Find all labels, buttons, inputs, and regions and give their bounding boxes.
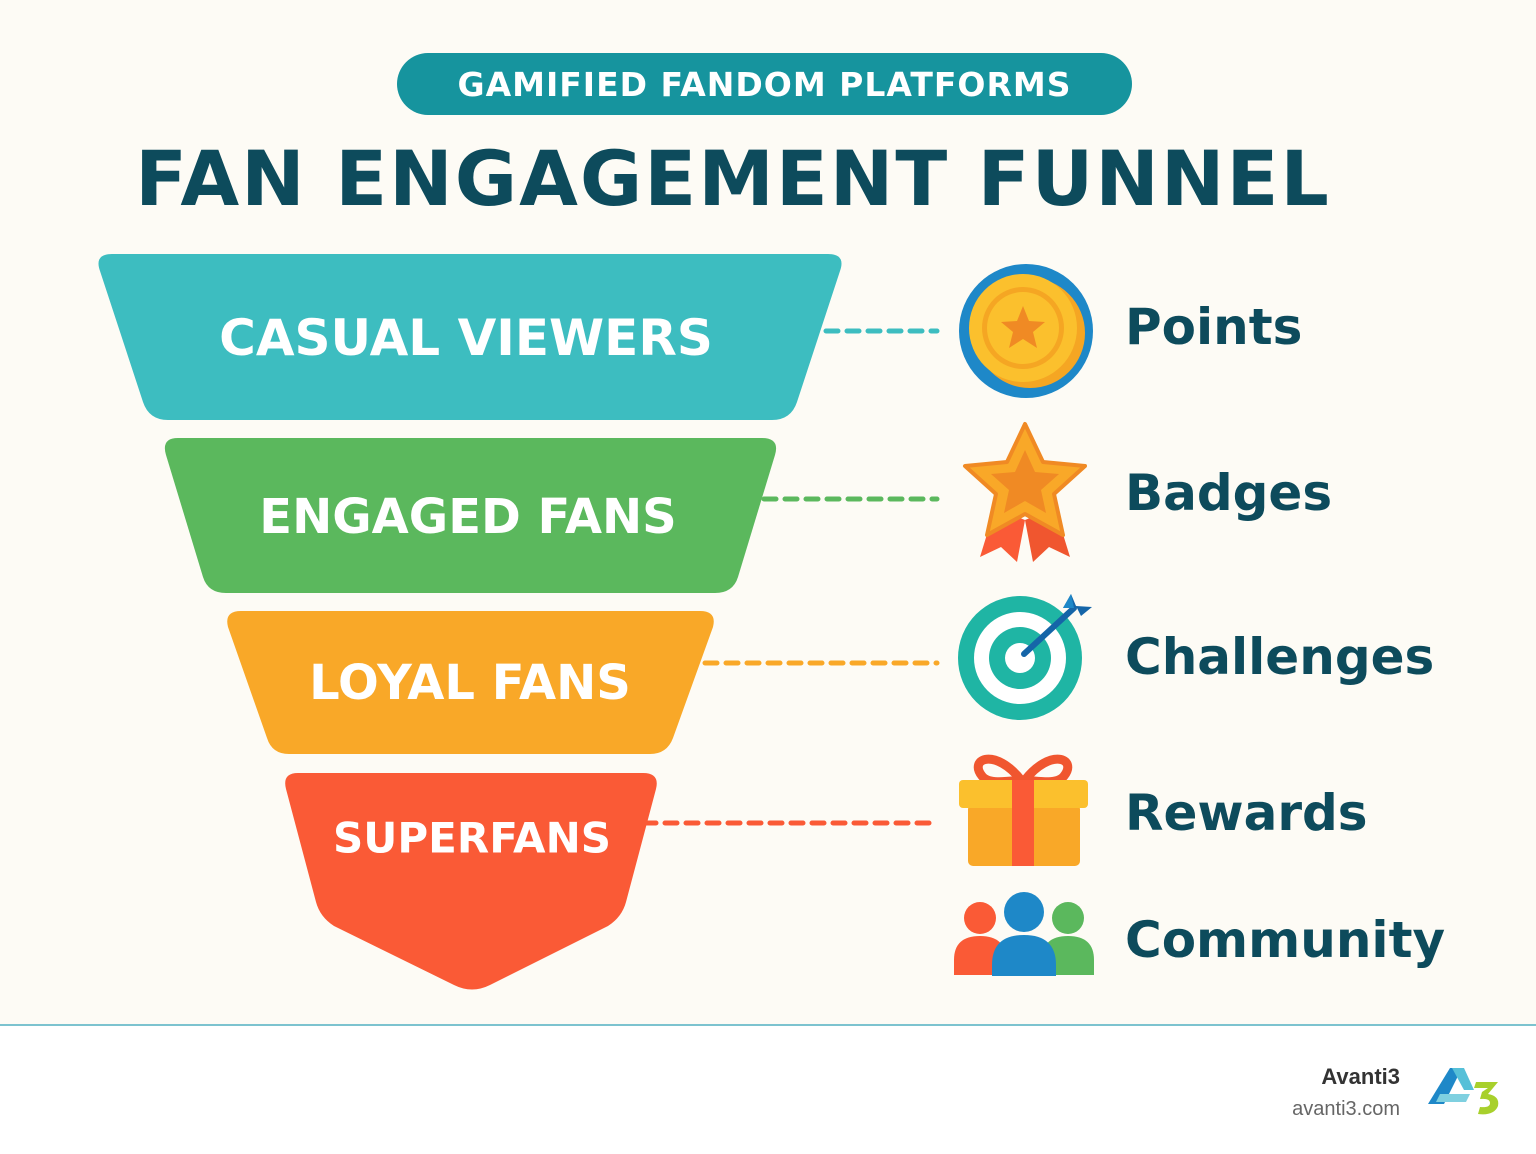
- avanti3-logo-icon: [1428, 1068, 1499, 1115]
- brand-url: avanti3.com: [1292, 1098, 1400, 1120]
- funnel-stage-label: SUPERFANS: [333, 813, 611, 863]
- community-icon: [954, 892, 1094, 976]
- funnel-stage-engaged-fans: [164, 438, 777, 593]
- category-pill: GAMIFIED FANDOM PLATFORMS: [397, 53, 1132, 115]
- funnel-stage-superfans: [285, 773, 657, 990]
- star-badge-icon: [963, 422, 1087, 562]
- funnel-stage-label: CASUAL VIEWERS: [219, 309, 713, 367]
- feature-label-rewards: Rewards: [1125, 784, 1368, 842]
- target-icon: [958, 594, 1092, 720]
- feature-label-badges: Badges: [1125, 464, 1333, 522]
- feature-label-community: Community: [1125, 911, 1446, 969]
- footer-divider: [0, 1024, 1536, 1026]
- funnel-stage-label: LOYAL FANS: [309, 655, 631, 711]
- funnel-stage-casual-viewers: [98, 254, 842, 420]
- feature-label-challenges: Challenges: [1125, 628, 1435, 686]
- category-pill-text: GAMIFIED FANDOM PLATFORMS: [457, 64, 1072, 104]
- footer: [0, 1026, 1536, 1154]
- brand-name: Avanti3: [1321, 1064, 1400, 1089]
- feature-label-points: Points: [1125, 298, 1303, 356]
- gift-icon: [959, 754, 1088, 866]
- funnel-stage-loyal-fans: [227, 611, 714, 754]
- funnel-stage-label: ENGAGED FANS: [259, 489, 677, 545]
- page-title: FAN ENGAGEMENT FUNNEL: [135, 134, 1331, 223]
- coin-star-icon: [959, 264, 1093, 398]
